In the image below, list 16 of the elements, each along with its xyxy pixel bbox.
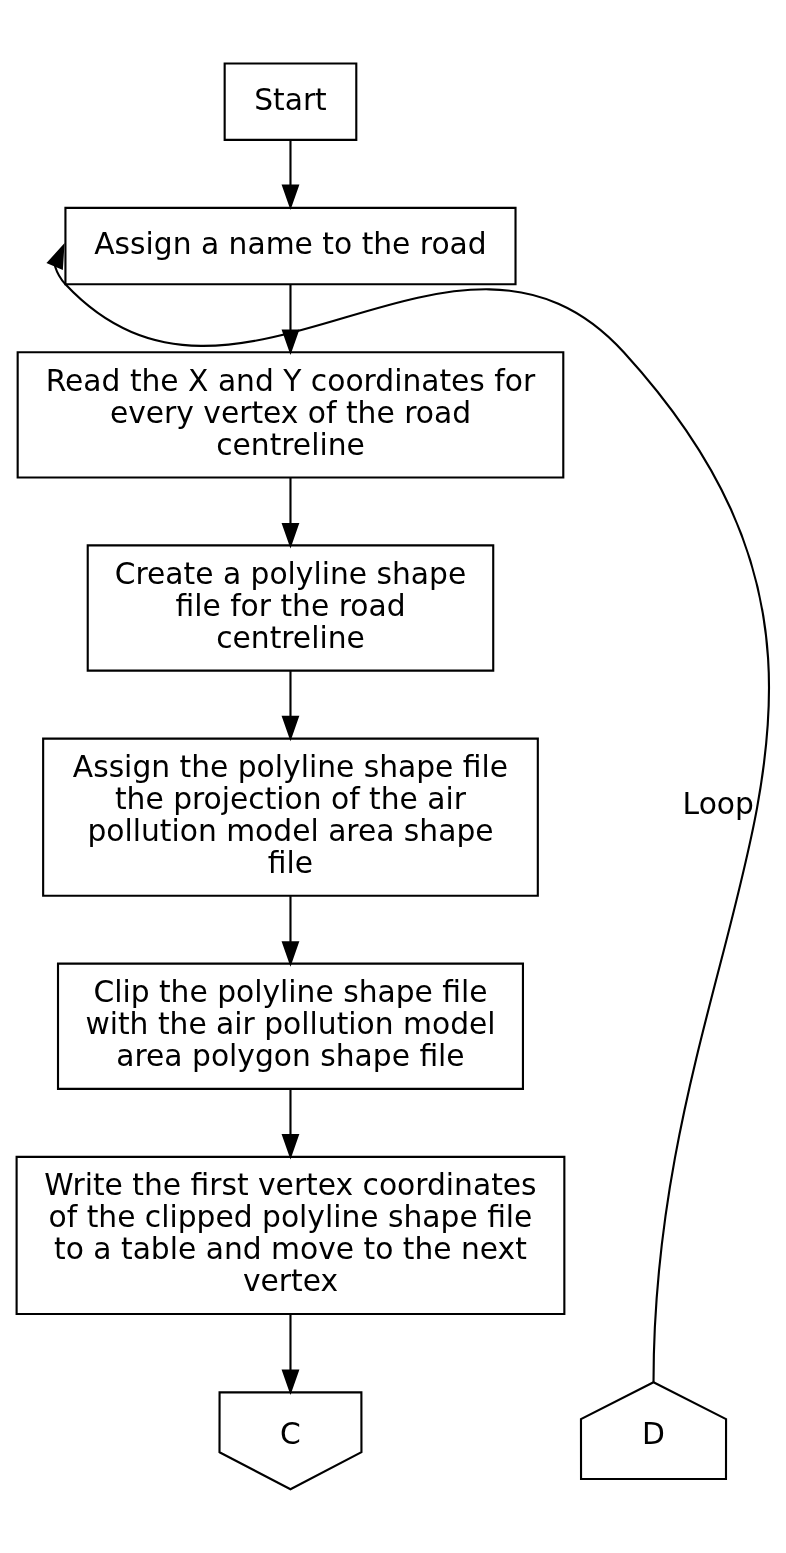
edge-label: Loop [682,786,754,822]
arrow [281,1089,300,1160]
node-box: Clip the polyline shape file with the air pollution model area polygon shape file [56,962,524,1090]
arrow [46,243,770,1382]
node-box: Start [223,62,358,141]
node-box: Assign the polyline shape file the projection of the air pollution model area shape file [42,737,539,897]
arrow [281,896,300,967]
node-box: Assign a name to the road [64,206,517,286]
arrow [281,477,300,549]
node-box: Write the first vertex coordinates of the clipped polyline shape file to a table and move to the next vertex [15,1155,566,1315]
arrow [281,1314,300,1396]
node-box: Read the X and Y coordinates for every vertex of the road centreline [16,351,565,479]
arrow [281,140,300,211]
arrow [281,284,300,355]
node-box: Create a polyline shape file for the road centreline [86,544,495,672]
arrow [281,671,300,742]
